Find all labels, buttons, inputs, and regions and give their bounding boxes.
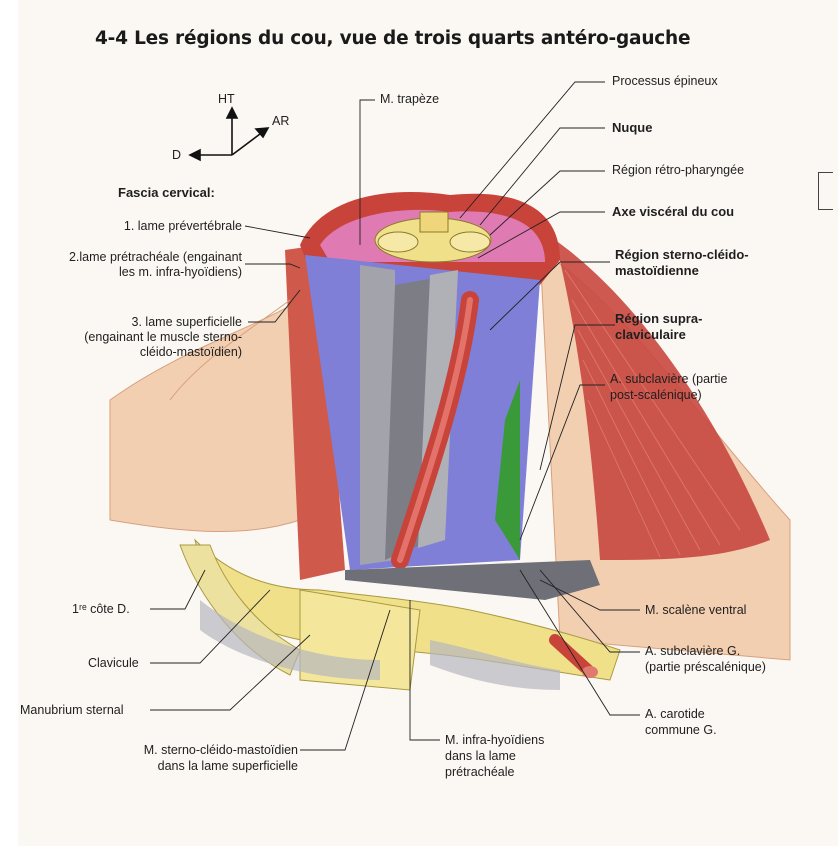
label-lame-prevertebrale: 1. lame prévertébrale <box>60 219 242 234</box>
label-supra-2: claviculaire <box>615 327 686 342</box>
label-lame-superficielle-3: cléido-mastoïdien) <box>10 345 242 360</box>
label-manubrium: Manubrium sternal <box>20 703 124 718</box>
label-cote: 1ʳᵉ côte D. <box>72 602 130 617</box>
orientation-right-label: D <box>172 148 181 163</box>
orientation-back-label: AR <box>272 114 289 129</box>
label-clavicule: Clavicule <box>88 656 139 671</box>
label-lame-superficielle-2: (engainant le muscle sterno- <box>10 330 242 345</box>
label-subclaviere-post-2: post-scalénique) <box>610 388 702 403</box>
label-scalene-ventral: M. scalène ventral <box>645 603 746 618</box>
label-axe-visceral: Axe viscéral du cou <box>612 204 734 219</box>
fascia-heading: Fascia cervical: <box>118 185 215 200</box>
label-lame-pretracheale-1: 2.lame prétrachéale (engainant <box>10 250 242 265</box>
label-nuque: Nuque <box>612 120 652 135</box>
label-scm-lame-1: M. sterno-cléido-mastoïdien <box>60 743 298 758</box>
label-subclaviere-post-1: A. subclavière (partie <box>610 372 727 387</box>
orientation-arrows <box>190 108 268 160</box>
label-trapeze: M. trapèze <box>380 92 439 107</box>
label-subclaviere-g-1: A. subclavière G. <box>645 644 740 659</box>
label-infra-1: M. infra-hyoïdiens <box>445 733 544 748</box>
label-carotide-1: A. carotide <box>645 707 705 722</box>
label-supra-1: Région supra- <box>615 311 702 326</box>
label-subclaviere-g-2: (partie préscalénique) <box>645 660 766 675</box>
label-scm-lame-2: dans la lame superficielle <box>60 759 298 774</box>
label-infra-2: dans la lame <box>445 749 516 764</box>
label-lame-pretracheale-2: les m. infra-hyoïdiens) <box>10 265 242 280</box>
label-carotide-2: commune G. <box>645 723 717 738</box>
label-infra-3: prétrachéale <box>445 765 515 780</box>
label-scm-region-2: mastoïdienne <box>615 263 699 278</box>
label-processus-epineux: Processus épineux <box>612 74 718 89</box>
orientation-up-label: HT <box>218 92 235 107</box>
label-lame-superficielle-1: 3. lame superficielle <box>10 315 242 330</box>
label-scm-region-1: Région sterno-cléido- <box>615 247 749 262</box>
label-retro-pharyngee: Région rétro-pharyngée <box>612 163 744 178</box>
